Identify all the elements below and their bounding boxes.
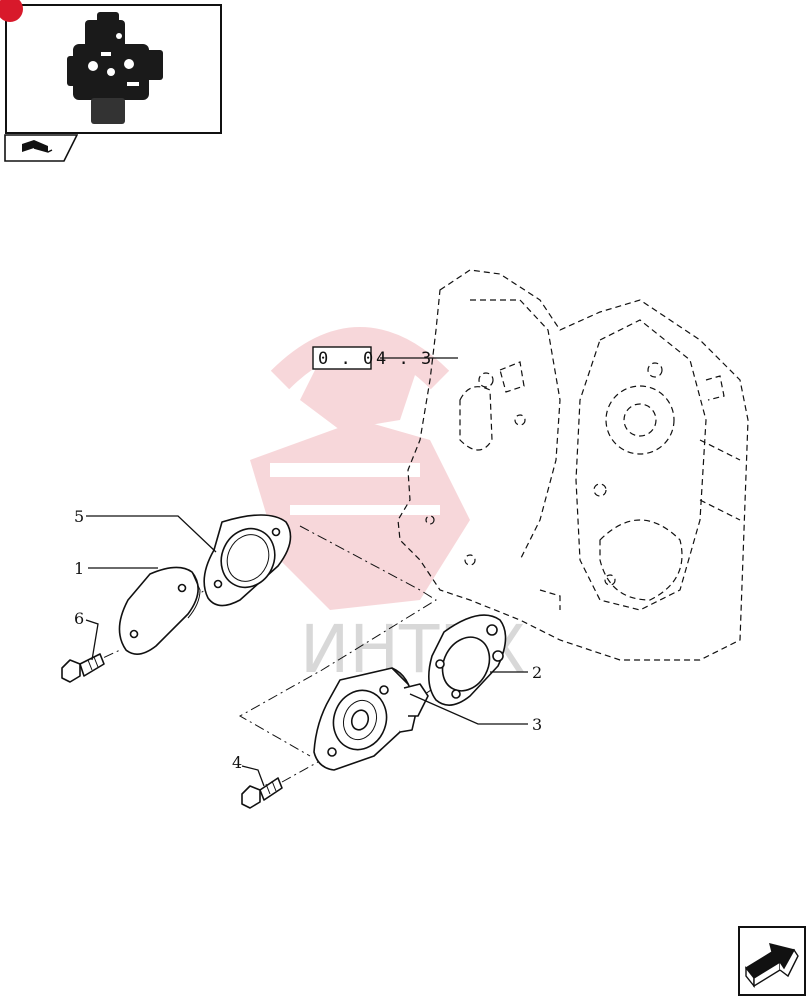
callout-6[interactable]: 6: [74, 609, 84, 628]
part-3-pump-body[interactable]: [313, 667, 429, 771]
callout-2[interactable]: 2: [532, 663, 542, 682]
part-1-cover-plate[interactable]: [118, 566, 201, 655]
next-page-button[interactable]: [738, 926, 806, 996]
gear-housing-outline: [397, 269, 749, 661]
part-4-bolt[interactable]: [241, 777, 283, 809]
parts-catalog-book-icon: [22, 140, 53, 153]
callout-5[interactable]: 5: [74, 507, 84, 526]
part-5-gasket[interactable]: [203, 514, 292, 607]
callout-1[interactable]: 1: [74, 559, 84, 578]
engine-assembly-thumbnail: [67, 12, 163, 124]
part-6-bolt[interactable]: [61, 653, 105, 683]
callout-leaders: [85, 515, 528, 787]
reference-rest-text: 4 . 3: [376, 349, 432, 369]
callout-3[interactable]: 3: [532, 715, 542, 734]
corner-badge: [0, 0, 23, 22]
thumbnail-tab[interactable]: [4, 134, 78, 162]
engine-thumbnail-frame[interactable]: [0, 0, 222, 134]
callout-4[interactable]: 4: [232, 753, 242, 772]
next-page-arrow-icon: [744, 943, 799, 988]
part-2-gasket[interactable]: [428, 614, 507, 706]
reference-box[interactable]: [312, 346, 372, 370]
reference-boxed-text: 0 . 0: [318, 349, 374, 369]
watermark-logo: [250, 327, 470, 610]
